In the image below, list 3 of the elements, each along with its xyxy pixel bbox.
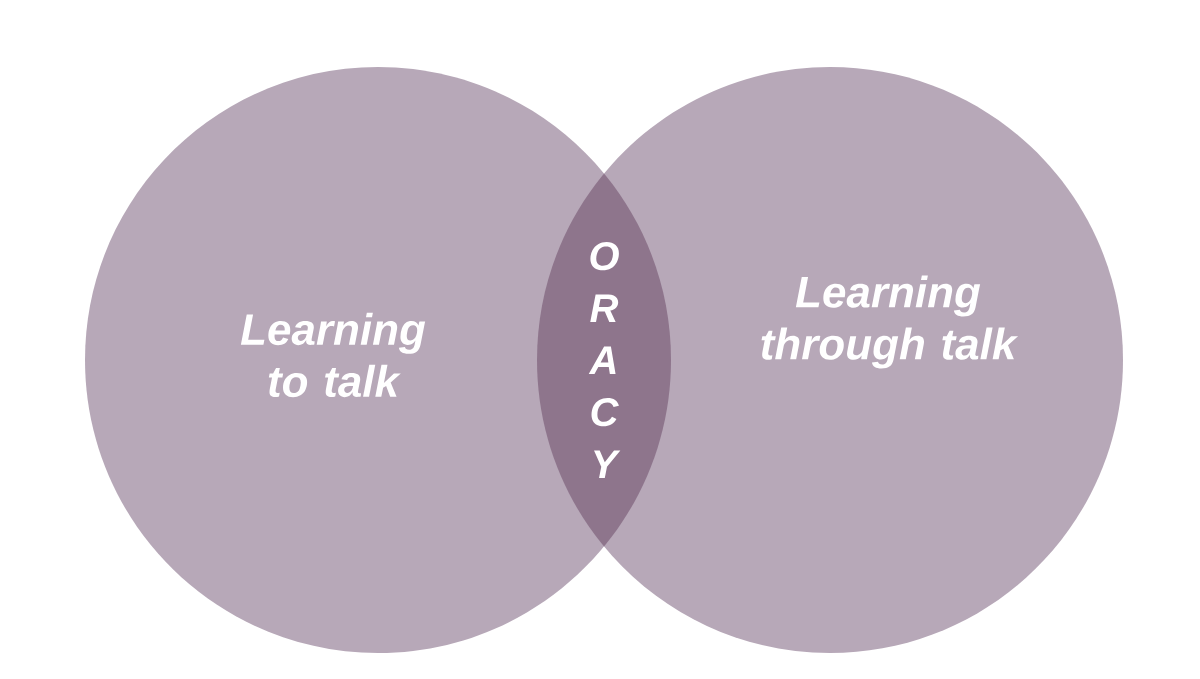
circle-label: Learning through talk <box>761 275 1019 369</box>
overlap-label: ORACY <box>588 242 621 478</box>
circle-label: Learning to talk <box>240 312 426 398</box>
